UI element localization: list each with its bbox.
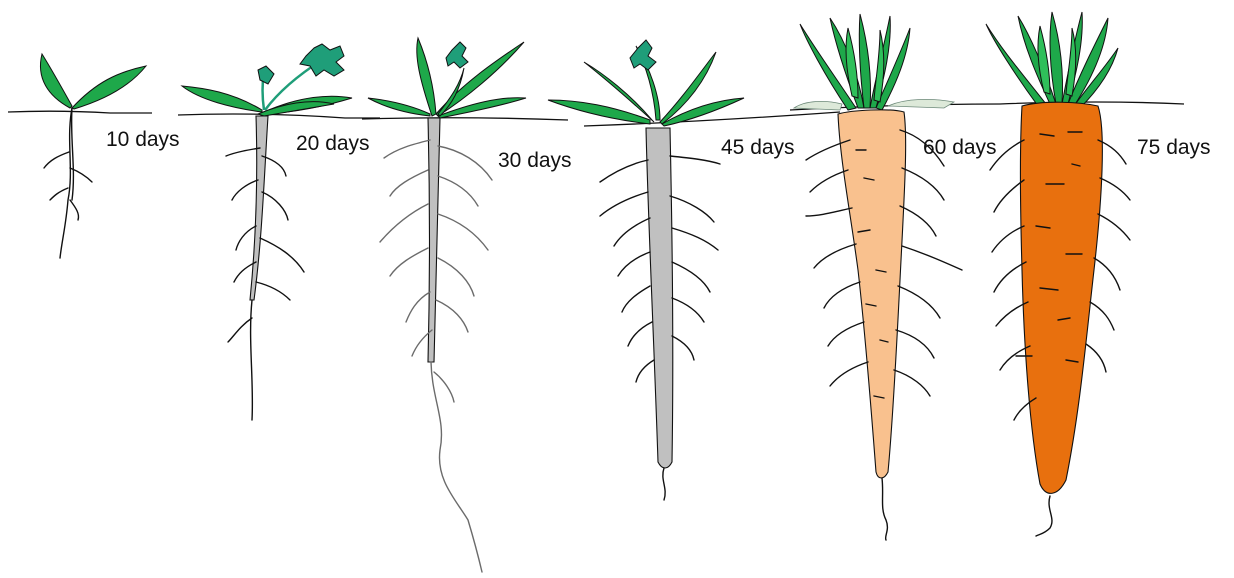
lateral-root <box>438 258 474 296</box>
faded-leaf <box>794 101 842 110</box>
taproot-tail <box>1036 496 1052 536</box>
plant-leaf <box>874 30 884 102</box>
lateral-root <box>896 330 934 358</box>
stage-60-days-plant <box>790 14 1000 540</box>
lateral-root <box>628 322 652 346</box>
lateral-root <box>44 152 69 168</box>
lateral-root <box>1090 302 1114 330</box>
seedling-leaf <box>40 54 72 108</box>
stage-30-days-plant <box>362 38 568 572</box>
taproot <box>646 128 673 468</box>
stage-label-75-days: 75 days <box>1137 136 1211 160</box>
stage-45-days-plant <box>548 40 840 500</box>
lateral-root <box>436 300 468 332</box>
lateral-root <box>992 226 1024 252</box>
lateral-root <box>672 228 718 250</box>
stage-label-10-days: 10 days <box>106 128 180 152</box>
compound-leaf <box>630 40 656 70</box>
plant-leaf <box>417 38 436 116</box>
taproot-tail <box>663 468 665 500</box>
lateral-root <box>600 192 648 216</box>
lateral-root <box>824 282 860 308</box>
lateral-root <box>236 226 256 250</box>
lateral-root <box>50 188 68 200</box>
lateral-root <box>406 292 430 322</box>
lateral-root <box>636 360 654 382</box>
lateral-root <box>1086 344 1106 372</box>
lateral-root <box>814 244 856 268</box>
lateral-root <box>614 218 650 246</box>
lateral-root <box>260 238 304 272</box>
lateral-root <box>390 170 428 196</box>
lateral-root <box>828 322 864 346</box>
soil-line-1 <box>8 111 152 113</box>
lateral-root <box>994 180 1024 212</box>
lateral-root <box>902 246 962 270</box>
lateral-root <box>262 192 288 220</box>
stage-label-60-days: 60 days <box>923 136 997 160</box>
taproot-tail <box>431 362 482 572</box>
lateral-root <box>226 148 260 156</box>
lateral-root <box>1094 258 1120 290</box>
young-taproot <box>428 118 440 362</box>
lateral-root <box>70 200 79 220</box>
faded-leaf <box>888 99 954 108</box>
young-root <box>72 108 74 200</box>
stage-label-30-days: 30 days <box>498 149 572 173</box>
plant-leaf <box>1038 26 1050 94</box>
lateral-root <box>672 336 694 360</box>
stage-label-45-days: 45 days <box>721 136 795 160</box>
lateral-root <box>1100 178 1130 200</box>
plant-leaf <box>846 28 858 98</box>
stage-20-days-plant <box>178 44 380 420</box>
compound-leaf <box>446 42 468 68</box>
lateral-root <box>670 156 720 164</box>
plant-leaf <box>182 86 262 112</box>
carrot-taproot <box>838 110 906 478</box>
stage-10-days-plant <box>8 54 152 258</box>
lateral-root <box>438 146 492 180</box>
lateral-root <box>670 196 714 222</box>
lateral-root <box>600 160 648 182</box>
soil-line-6 <box>1000 102 1184 104</box>
plant-leaf <box>368 98 430 116</box>
lateral-root <box>434 372 454 402</box>
lateral-root <box>380 204 428 242</box>
soil-line-2 <box>178 114 380 118</box>
seedling-leaf <box>72 66 146 109</box>
stage-75-days-plant <box>986 12 1184 536</box>
lateral-root <box>672 298 704 322</box>
lateral-root <box>902 168 944 200</box>
lateral-root <box>384 140 430 158</box>
lateral-root <box>618 252 650 276</box>
lateral-root <box>228 318 252 342</box>
lateral-root <box>806 208 852 216</box>
taproot-tail <box>882 478 887 540</box>
lateral-root <box>390 248 428 276</box>
soil-line-3 <box>362 118 568 120</box>
lateral-root <box>232 180 258 200</box>
carrot-taproot <box>1021 102 1103 493</box>
lateral-root <box>898 286 940 318</box>
lateral-root <box>256 282 290 300</box>
lateral-root <box>622 286 650 312</box>
lateral-root <box>438 176 478 206</box>
lateral-root <box>672 262 710 292</box>
compound-leaf <box>258 66 274 84</box>
plant-leaf <box>1050 12 1063 104</box>
lateral-root <box>900 206 936 236</box>
young-root <box>60 108 72 258</box>
lateral-root <box>438 214 488 250</box>
young-taproot <box>250 116 268 300</box>
lateral-root <box>894 370 930 396</box>
lateral-root <box>994 262 1026 292</box>
lateral-root <box>1098 214 1130 240</box>
stage-label-20-days: 20 days <box>296 132 370 156</box>
lateral-root <box>830 362 868 386</box>
lateral-root <box>810 170 848 192</box>
plant-leaf <box>1066 28 1076 96</box>
